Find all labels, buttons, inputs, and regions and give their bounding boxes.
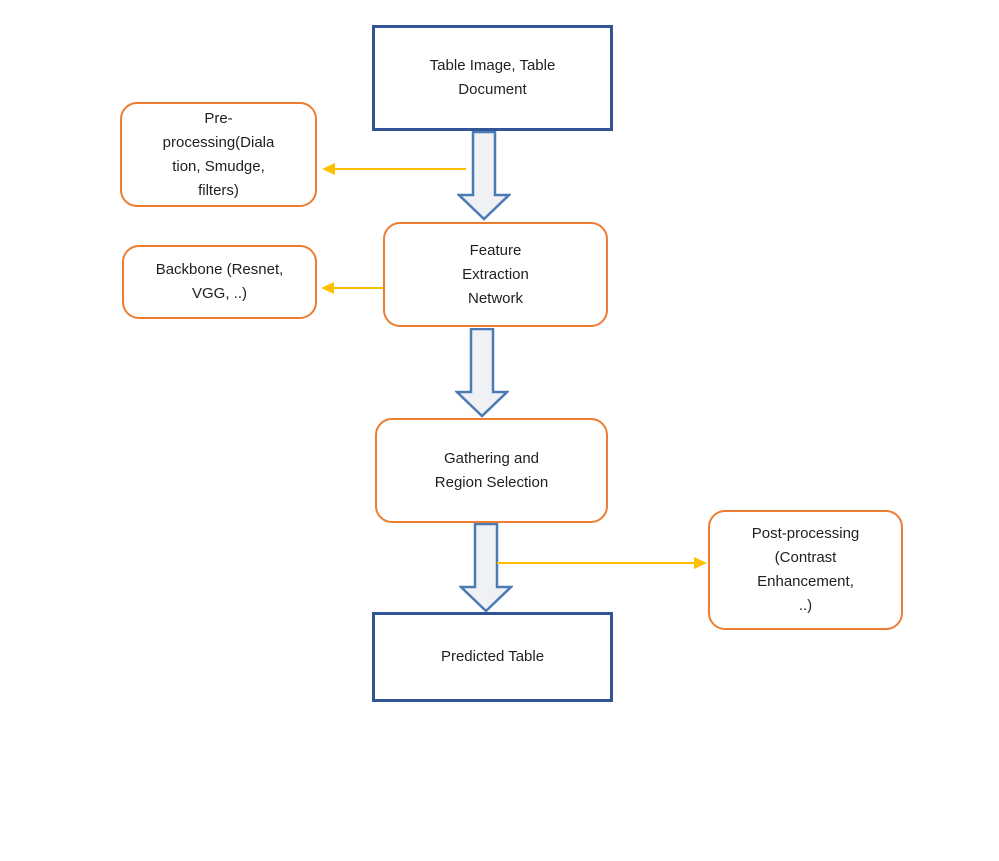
flow-down-arrow-3 [459, 523, 513, 613]
connector-to-preprocessing-line [334, 168, 466, 170]
node-table-input-label: Table Image, Table Document [429, 57, 556, 98]
node-preprocessing-label: Pre- processing(Diala tion, Smudge, filt… [162, 109, 275, 199]
node-backbone: Backbone (Resnet, VGG, ..) [122, 245, 317, 319]
connector-to-postprocessing-arrowhead-icon [694, 557, 707, 569]
node-backbone-label: Backbone (Resnet, VGG, ..) [155, 261, 284, 302]
node-preprocessing: Pre- processing(Diala tion, Smudge, filt… [120, 102, 317, 207]
node-post-processing-label: Post-processing (Contrast Enhancement, .… [751, 525, 860, 614]
connector-to-backbone-arrowhead-icon [321, 282, 334, 294]
flow-down-arrow-2 [455, 328, 509, 418]
node-table-input: Table Image, Table Document [372, 25, 613, 131]
node-gathering-label: Gathering and Region Selection [434, 449, 549, 491]
node-post-processing: Post-processing (Contrast Enhancement, .… [708, 510, 903, 630]
node-feature-extraction-label: Feature Extraction Network [462, 241, 529, 307]
node-gathering-region-selection: Gathering and Region Selection [375, 418, 608, 523]
connector-to-preprocessing-arrowhead-icon [322, 163, 335, 175]
flow-down-arrow-1 [457, 131, 511, 221]
connector-to-backbone-line [333, 287, 383, 289]
node-predicted-table: Predicted Table [372, 612, 613, 702]
connector-to-postprocessing-line [497, 562, 695, 564]
node-predicted-table-label: Predicted Table [440, 648, 545, 665]
node-feature-extraction-network: Feature Extraction Network [383, 222, 608, 327]
